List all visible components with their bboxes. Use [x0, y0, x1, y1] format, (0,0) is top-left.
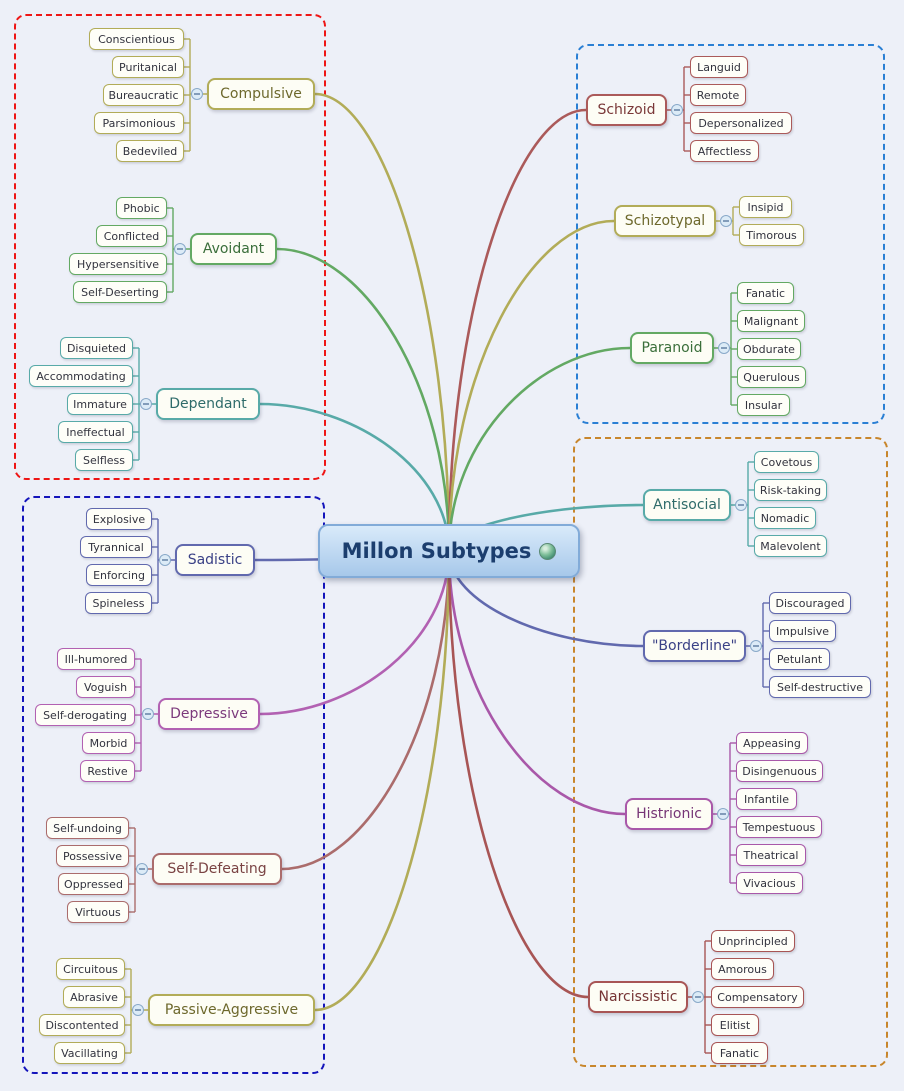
leaf-dependant-ineffectual[interactable]: Ineffectual — [58, 421, 133, 443]
edge-histrionic — [447, 549, 627, 816]
leaf-paranoid-malignant[interactable]: Malignant — [737, 310, 805, 332]
leaf-depressive-ill-humored[interactable]: Ill-humored — [57, 648, 135, 670]
leaf-sadistic-enforcing[interactable]: Enforcing — [86, 564, 152, 586]
boundary-navy — [22, 496, 325, 1074]
central-topic-label: Millon Subtypes — [341, 539, 532, 563]
branch-dependant[interactable]: Dependant — [156, 388, 260, 420]
leaf-compulsive-bedeviled[interactable]: Bedeviled — [116, 140, 184, 162]
leaf-depressive-morbid[interactable]: Morbid — [82, 732, 135, 754]
branch-self-defeating[interactable]: Self-Defeating — [152, 853, 282, 885]
leaf-schizoid-affectless[interactable]: Affectless — [690, 140, 759, 162]
leaf-narcissistic-unprincipled[interactable]: Unprincipled — [711, 930, 795, 952]
leaf-compulsive-puritanical[interactable]: Puritanical — [112, 56, 184, 78]
leaf-borderline-self-destructive[interactable]: Self-destructive — [769, 676, 871, 698]
edge-schizotypal — [447, 219, 616, 553]
branch-depressive[interactable]: Depressive — [158, 698, 260, 730]
leaf-compulsive-conscientious[interactable]: Conscientious — [89, 28, 184, 50]
edge-narcissistic — [447, 549, 590, 999]
leaf-histrionic-disingenuous[interactable]: Disingenuous — [736, 760, 823, 782]
edge-compulsive — [313, 92, 451, 553]
edge-passive-aggressive — [313, 549, 451, 1012]
leaf-sadistic-explosive[interactable]: Explosive — [86, 508, 152, 530]
leaf-narcissistic-amorous[interactable]: Amorous — [711, 958, 774, 980]
edge-self-defeating — [280, 549, 451, 871]
leaf-self-defeating-possessive[interactable]: Possessive — [56, 845, 129, 867]
leaf-schizoid-remote[interactable]: Remote — [690, 84, 746, 106]
leaf-narcissistic-compensatory[interactable]: Compensatory — [711, 986, 804, 1008]
leaf-paranoid-querulous[interactable]: Querulous — [737, 366, 806, 388]
branch-narcissistic[interactable]: Narcissistic — [588, 981, 688, 1013]
leaf-histrionic-vivacious[interactable]: Vivacious — [736, 872, 803, 894]
leaf-dependant-disquieted[interactable]: Disquieted — [60, 337, 133, 359]
leaf-paranoid-insular[interactable]: Insular — [737, 394, 790, 416]
central-topic[interactable]: Millon Subtypes — [318, 524, 580, 578]
leaf-schizoid-depersonalized[interactable]: Depersonalized — [690, 112, 792, 134]
branch-paranoid[interactable]: Paranoid — [630, 332, 714, 364]
leaf-self-defeating-virtuous[interactable]: Virtuous — [67, 901, 129, 923]
branch-sadistic[interactable]: Sadistic — [175, 544, 255, 576]
leaf-narcissistic-elitist[interactable]: Elitist — [711, 1014, 759, 1036]
leaf-dependant-accommodating[interactable]: Accommodating — [29, 365, 133, 387]
leaf-antisocial-risk-taking[interactable]: Risk-taking — [754, 479, 827, 501]
leaf-histrionic-appeasing[interactable]: Appeasing — [736, 732, 808, 754]
leaf-borderline-petulant[interactable]: Petulant — [769, 648, 830, 670]
leaf-sadistic-tyrannical[interactable]: Tyrannical — [80, 536, 152, 558]
leaf-passive-aggressive-vacillating[interactable]: Vacillating — [54, 1042, 125, 1064]
leaf-schizoid-languid[interactable]: Languid — [690, 56, 748, 78]
branch-antisocial[interactable]: Antisocial — [643, 489, 731, 521]
leaf-sadistic-spineless[interactable]: Spineless — [85, 592, 152, 614]
leaf-compulsive-bureaucratic[interactable]: Bureaucratic — [103, 84, 184, 106]
leaf-passive-aggressive-discontented[interactable]: Discontented — [39, 1014, 125, 1036]
globe-icon — [539, 542, 557, 560]
branch-passive-aggressive[interactable]: Passive-Aggressive — [148, 994, 315, 1026]
leaf-antisocial-covetous[interactable]: Covetous — [754, 451, 819, 473]
leaf-depressive-voguish[interactable]: Voguish — [76, 676, 135, 698]
branch-borderline[interactable]: "Borderline" — [643, 630, 746, 662]
branch-schizotypal[interactable]: Schizotypal — [614, 205, 716, 237]
edge-dependant — [258, 402, 451, 553]
leaf-narcissistic-fanatic[interactable]: Fanatic — [711, 1042, 768, 1064]
leaf-borderline-discouraged[interactable]: Discouraged — [769, 592, 851, 614]
edge-depressive — [258, 549, 451, 716]
leaf-borderline-impulsive[interactable]: Impulsive — [769, 620, 836, 642]
leaf-histrionic-theatrical[interactable]: Theatrical — [736, 844, 806, 866]
branch-compulsive[interactable]: Compulsive — [207, 78, 315, 110]
leaf-schizotypal-timorous[interactable]: Timorous — [739, 224, 804, 246]
leaf-self-defeating-self-undoing[interactable]: Self-undoing — [46, 817, 129, 839]
leaf-schizotypal-insipid[interactable]: Insipid — [739, 196, 792, 218]
leaf-self-defeating-oppressed[interactable]: Oppressed — [58, 873, 129, 895]
leaf-paranoid-fanatic[interactable]: Fanatic — [737, 282, 794, 304]
edge-avoidant — [275, 247, 451, 553]
leaf-dependant-immature[interactable]: Immature — [67, 393, 133, 415]
branch-avoidant[interactable]: Avoidant — [190, 233, 277, 265]
leaf-depressive-self-derogating[interactable]: Self-derogating — [35, 704, 135, 726]
boundary-red — [14, 14, 326, 480]
leaf-depressive-restive[interactable]: Restive — [80, 760, 135, 782]
branch-schizoid[interactable]: Schizoid — [586, 94, 667, 126]
leaf-avoidant-hypersensitive[interactable]: Hypersensitive — [69, 253, 167, 275]
leaf-paranoid-obdurate[interactable]: Obdurate — [737, 338, 801, 360]
edge-paranoid — [447, 346, 632, 553]
boundary-orange — [573, 437, 888, 1067]
leaf-compulsive-parsimonious[interactable]: Parsimonious — [94, 112, 184, 134]
boundary-blue — [576, 44, 885, 424]
leaf-avoidant-phobic[interactable]: Phobic — [116, 197, 167, 219]
leaf-avoidant-self-deserting[interactable]: Self-Deserting — [73, 281, 167, 303]
leaf-antisocial-malevolent[interactable]: Malevolent — [754, 535, 827, 557]
leaf-histrionic-tempestuous[interactable]: Tempestuous — [736, 816, 822, 838]
leaf-avoidant-conflicted[interactable]: Conflicted — [96, 225, 167, 247]
leaf-dependant-selfless[interactable]: Selfless — [75, 449, 133, 471]
leaf-passive-aggressive-circuitous[interactable]: Circuitous — [56, 958, 125, 980]
edge-schizoid — [447, 108, 588, 553]
branch-histrionic[interactable]: Histrionic — [625, 798, 713, 830]
leaf-antisocial-nomadic[interactable]: Nomadic — [754, 507, 816, 529]
leaf-passive-aggressive-abrasive[interactable]: Abrasive — [63, 986, 125, 1008]
leaf-histrionic-infantile[interactable]: Infantile — [736, 788, 797, 810]
